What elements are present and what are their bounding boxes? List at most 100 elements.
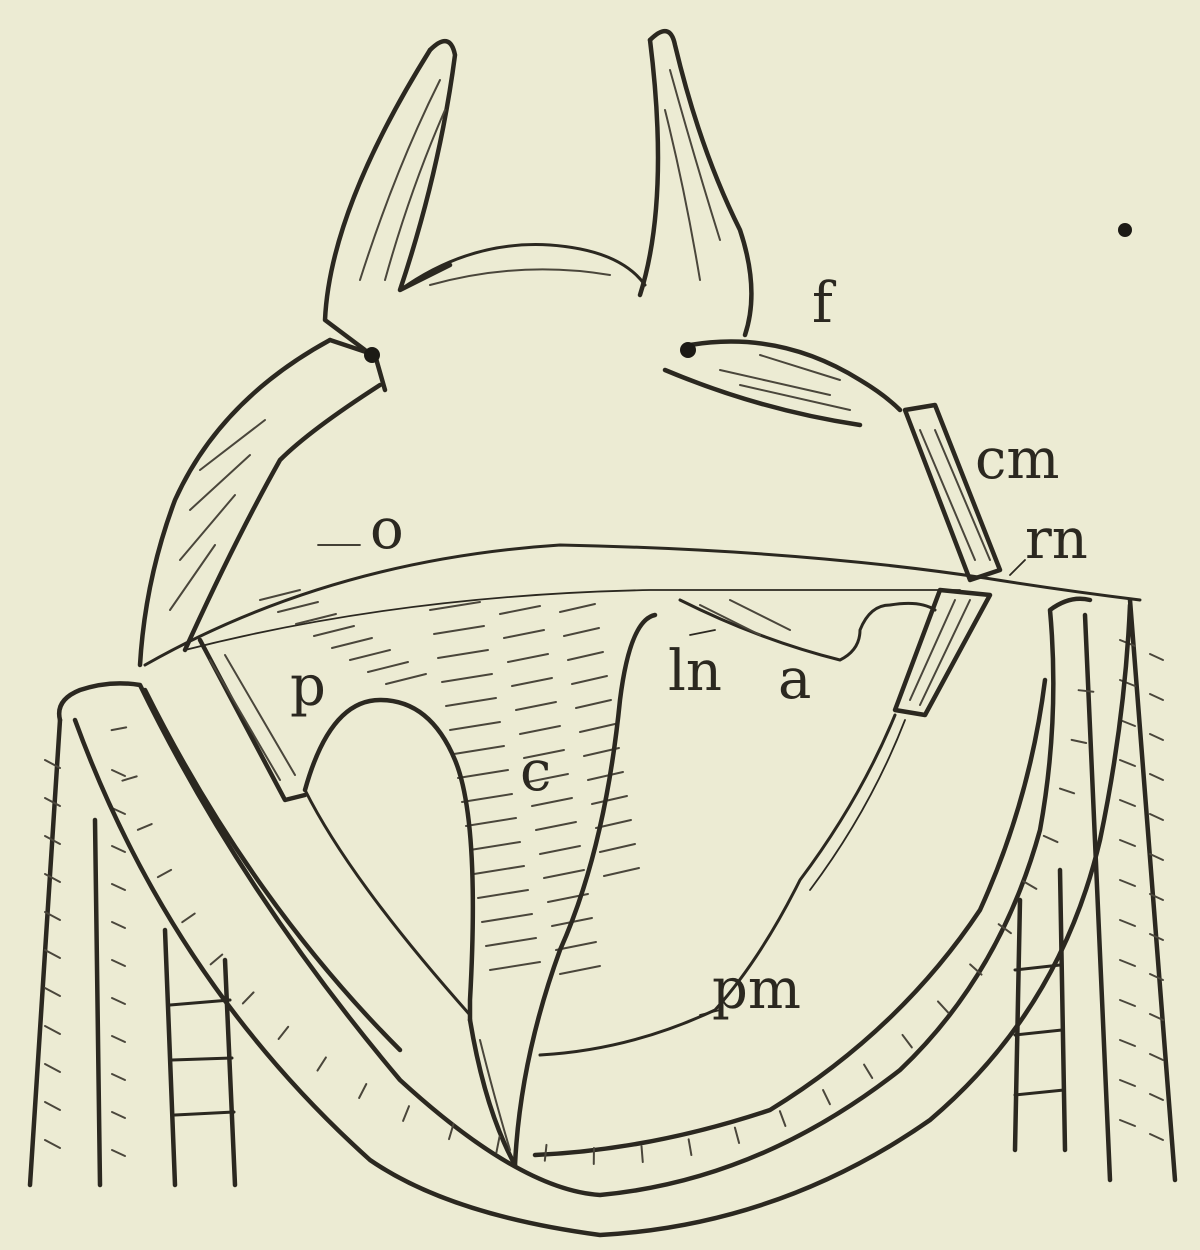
hatch-stroke	[45, 1102, 60, 1110]
hatch-stroke	[576, 700, 611, 708]
fulcrum-right	[665, 342, 900, 425]
hatch-stroke	[450, 722, 500, 730]
hatch-stroke	[1120, 760, 1135, 766]
label-a: a	[778, 647, 811, 712]
hatch-stroke	[490, 962, 540, 970]
figure-labels: f cm rn o p ln a c pm	[290, 271, 1088, 1022]
hatch-stroke	[112, 1112, 125, 1118]
hatch-stroke	[500, 606, 540, 614]
hatch-stroke	[568, 652, 603, 660]
hatch-stroke	[332, 638, 372, 648]
hatch-stroke	[1079, 690, 1094, 692]
hatch-stroke	[560, 604, 595, 612]
hatch-stroke	[1150, 654, 1163, 660]
hatch-stroke	[1120, 1080, 1135, 1086]
labial-palp-band	[59, 599, 1130, 1235]
hatch-stroke	[516, 702, 556, 710]
hatch-stroke	[112, 1074, 125, 1080]
label-o: o	[370, 497, 404, 562]
left-antenna-hatching	[45, 760, 125, 1156]
rostral-ridge	[145, 545, 1140, 665]
hatch-stroke	[45, 1064, 60, 1072]
hatch-stroke	[504, 630, 544, 638]
hatch-stroke	[458, 770, 508, 778]
label-p: p	[290, 654, 326, 719]
paraglossa-right	[895, 590, 990, 715]
hatch-stroke	[520, 726, 560, 734]
hatch-stroke	[434, 626, 484, 634]
hatch-stroke	[112, 1036, 125, 1042]
hatch-stroke	[211, 954, 223, 964]
hatch-stroke	[823, 1090, 830, 1104]
hatch-stroke	[158, 870, 171, 877]
hatch-stroke	[545, 1145, 547, 1161]
hatch-stroke	[560, 966, 600, 974]
hatch-stroke	[540, 846, 580, 854]
hatch-stroke	[112, 884, 125, 890]
hatch-stroke	[1120, 920, 1135, 926]
label-pm: pm	[712, 957, 801, 1022]
dot-mark	[1118, 223, 1132, 237]
hatch-stroke	[1150, 694, 1163, 700]
hatch-stroke	[403, 1106, 409, 1121]
hatch-stroke	[1150, 1094, 1163, 1100]
hatch-stroke	[604, 868, 639, 876]
hatch-stroke	[1120, 1000, 1135, 1006]
hatch-stroke	[470, 842, 520, 850]
hatch-stroke	[642, 1146, 643, 1162]
hatch-stroke	[478, 890, 528, 898]
hatch-stroke	[902, 1035, 911, 1047]
hatch-stroke	[112, 846, 125, 852]
hatch-stroke	[1120, 800, 1135, 806]
hatch-stroke	[1150, 1134, 1163, 1140]
right-antenna	[1015, 600, 1175, 1180]
hatch-stroke	[592, 796, 627, 804]
hatch-stroke	[496, 1137, 499, 1153]
hatch-stroke	[279, 1027, 289, 1039]
hatch-stroke	[45, 1026, 60, 1034]
hatch-stroke	[442, 674, 492, 682]
hatch-stroke	[1150, 814, 1163, 820]
hatch-stroke	[474, 866, 524, 874]
hatch-stroke	[386, 674, 426, 684]
label-cm: cm	[975, 427, 1059, 492]
hatch-stroke	[112, 727, 127, 730]
hatch-stroke	[112, 960, 125, 966]
hatch-stroke	[45, 1140, 60, 1148]
hatch-stroke	[938, 1001, 948, 1012]
hatch-stroke	[512, 678, 552, 686]
hatch-stroke	[482, 914, 532, 922]
hatch-stroke	[112, 922, 125, 928]
hatch-stroke	[508, 654, 548, 662]
hatch-stroke	[735, 1128, 739, 1143]
hatch-stroke	[243, 992, 254, 1003]
hatch-stroke	[1120, 840, 1135, 846]
label-c: c	[520, 739, 551, 804]
hatch-stroke	[112, 998, 125, 1004]
hatch-stroke	[466, 818, 516, 826]
left-horn	[325, 41, 455, 350]
right-antenna-hatching	[1120, 640, 1163, 1140]
hatch-stroke	[462, 794, 512, 802]
hatch-stroke	[864, 1065, 872, 1078]
hatch-stroke	[1120, 960, 1135, 966]
hatch-stroke	[1072, 740, 1087, 743]
hatch-stroke	[544, 870, 584, 878]
hatch-stroke	[314, 626, 354, 636]
hatch-stroke	[112, 770, 125, 776]
hatch-stroke	[1150, 734, 1163, 740]
hatch-stroke	[780, 1111, 786, 1126]
right-horn	[640, 31, 751, 335]
hatch-stroke	[564, 628, 599, 636]
hatch-stroke	[368, 662, 408, 672]
hatch-stroke	[317, 1057, 325, 1070]
hatch-stroke	[278, 602, 318, 612]
hatch-stroke	[1060, 789, 1074, 794]
hatch-stroke	[1120, 1120, 1135, 1126]
hatch-stroke	[45, 988, 60, 996]
ligula	[470, 615, 655, 1165]
hatch-stroke	[580, 724, 615, 732]
hatch-stroke	[588, 772, 623, 780]
hatch-stroke	[112, 1150, 125, 1156]
hatch-stroke	[486, 938, 536, 946]
